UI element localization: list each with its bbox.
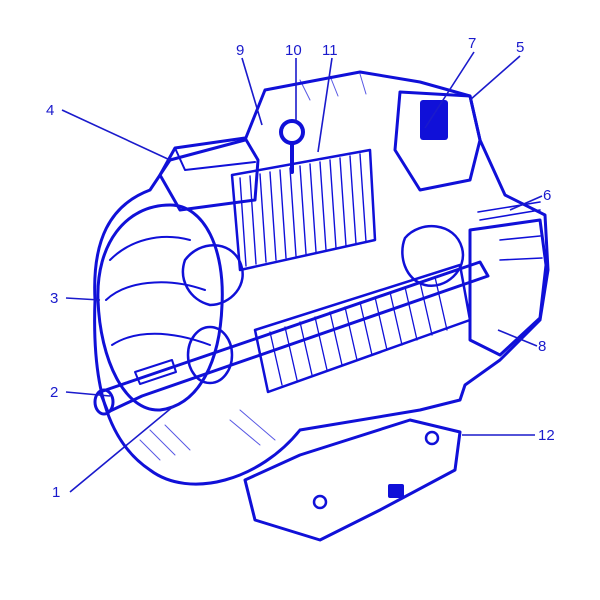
motor-illustration xyxy=(93,70,550,542)
label-12: 12 xyxy=(538,427,555,444)
bearing xyxy=(186,325,234,385)
end-shield-ribs xyxy=(105,236,211,346)
mounting-foot xyxy=(243,418,462,542)
end-shield xyxy=(96,203,224,412)
label-8: 8 xyxy=(538,338,546,355)
label-5: 5 xyxy=(516,39,524,56)
top-bracket xyxy=(393,90,482,192)
leader-lines xyxy=(61,51,543,493)
rotor-core xyxy=(253,263,472,394)
shading xyxy=(139,73,367,461)
motor-frame xyxy=(93,70,550,486)
callout-labels: 1 2 3 4 5 6 7 8 9 10 11 12 xyxy=(46,35,555,501)
label-9: 9 xyxy=(236,42,244,59)
label-2: 2 xyxy=(50,384,58,401)
label-3: 3 xyxy=(50,290,58,307)
bracket-block xyxy=(420,100,448,140)
label-4: 4 xyxy=(46,102,54,119)
winding-end-left xyxy=(181,244,244,307)
label-1: 1 xyxy=(52,484,60,501)
label-7: 7 xyxy=(468,35,476,52)
shaft-end xyxy=(93,388,115,416)
lifting-eye xyxy=(279,119,305,145)
rear-cover xyxy=(468,218,548,357)
label-11: 11 xyxy=(322,42,338,59)
bolt xyxy=(388,484,404,498)
rear-fins xyxy=(477,201,543,261)
label-6: 6 xyxy=(543,187,551,204)
label-10: 10 xyxy=(285,42,302,59)
stator-laminations xyxy=(230,148,377,272)
winding-end-right xyxy=(401,225,465,288)
